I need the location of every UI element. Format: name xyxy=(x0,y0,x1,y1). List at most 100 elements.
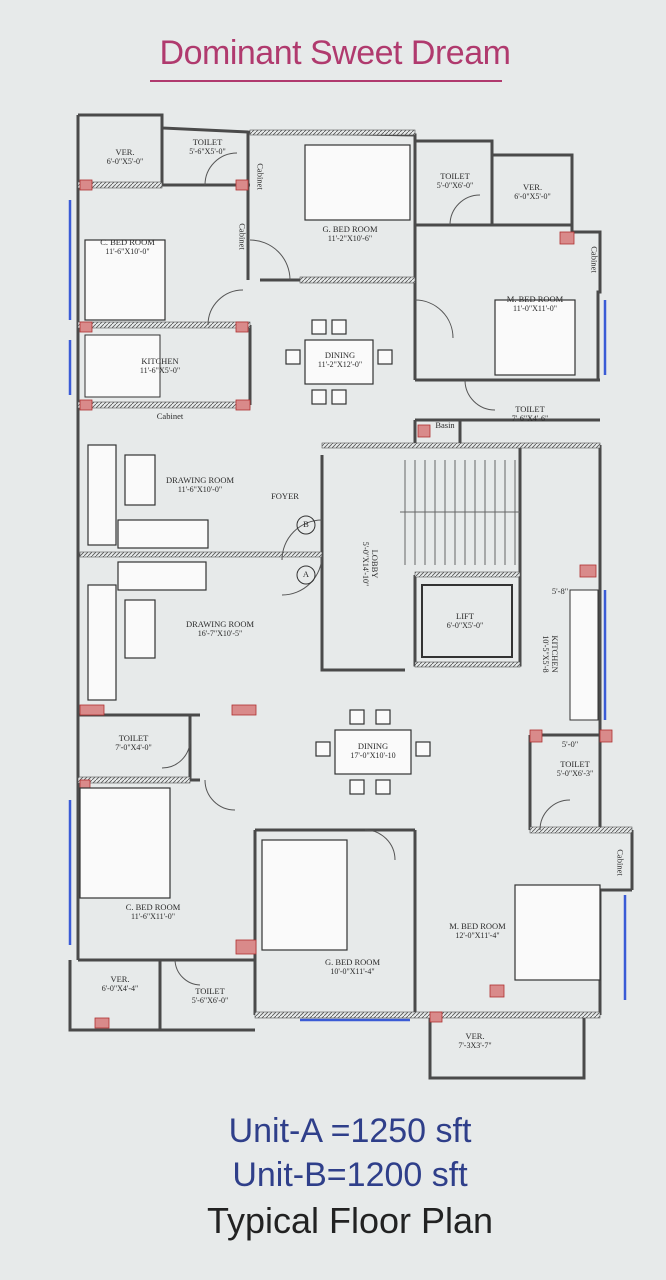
column xyxy=(79,321,93,333)
hatched-wall xyxy=(77,321,251,329)
cabinet-label: Cabinet xyxy=(255,163,266,190)
door-arc xyxy=(204,152,238,186)
sofa xyxy=(117,561,207,591)
column xyxy=(579,564,597,578)
tag-b-label: B xyxy=(303,519,309,529)
column xyxy=(429,1011,443,1023)
chair xyxy=(377,349,393,365)
chair xyxy=(331,319,347,335)
dining-table xyxy=(304,339,374,385)
column xyxy=(79,704,105,716)
chair xyxy=(349,779,365,795)
plan-caption: Typical Floor Plan xyxy=(206,1200,494,1241)
room-label-gbed-a: G. BED ROOM 11'-2"X10'-6" xyxy=(322,224,378,244)
bed xyxy=(261,839,348,951)
room-label-drawing-a: DRAWING ROOM 11'-6"X10'-0" xyxy=(165,475,235,495)
room-label-lobby: LOBBY 5'-0"X14'-10" xyxy=(361,541,380,587)
room-label-kitchen-b: KITCHEN 10'-5"X5'-8 xyxy=(541,635,560,673)
cabinet-label: Cabinet xyxy=(615,849,626,876)
column xyxy=(417,424,431,438)
room-label-toilet-mid: TOILET 7'-6"X4'-6" xyxy=(511,404,549,424)
hatched-wall xyxy=(529,826,633,834)
hatched-wall xyxy=(77,776,191,784)
chair xyxy=(331,389,347,405)
column xyxy=(599,729,613,743)
tag-circle xyxy=(296,565,316,585)
sofa xyxy=(87,444,117,546)
hatched-wall xyxy=(321,442,601,449)
door-arc xyxy=(449,194,481,226)
dining-table xyxy=(334,729,412,775)
room-label-cbed-a: C. BED ROOM 11'-6"X10'-0" xyxy=(100,237,155,257)
bed xyxy=(79,787,171,899)
door-arc xyxy=(364,829,396,861)
room-label-toilet-b-left: TOILET 7'-0"X4'-0" xyxy=(115,733,152,753)
lift-box xyxy=(421,584,513,658)
room-label-toilet-b-top: TOILET 5'-0"X6'-0" xyxy=(436,171,474,191)
title-underline xyxy=(150,80,502,82)
door-arc xyxy=(539,799,571,831)
room-label-toilet-b-bottom: TOILET 5'-6"X6'-0" xyxy=(191,986,229,1006)
column xyxy=(489,984,505,998)
page-title: Dominant Sweet Dream xyxy=(159,34,511,72)
hatched-wall xyxy=(299,276,416,284)
tag-circle xyxy=(296,515,316,535)
room-label-drawing-b: DRAWING ROOM 16'-7"X10'-5" xyxy=(185,619,255,639)
door-arc xyxy=(204,779,236,811)
room-label-ver-b-top: VER. 6'-0"X5'-0" xyxy=(514,182,551,202)
hatched-wall xyxy=(77,401,251,409)
chair xyxy=(315,741,331,757)
coffee-table xyxy=(124,599,156,659)
hatched-wall xyxy=(79,551,323,558)
room-label-gbed-b: G. BED ROOM 10'-0"X11'-4" xyxy=(324,957,381,977)
hatched-wall xyxy=(249,129,416,136)
chair xyxy=(311,319,327,335)
cabinet-label: Cabinet xyxy=(589,246,600,273)
chair xyxy=(415,741,431,757)
column xyxy=(235,179,249,191)
room-label-toilet-b-right: TOILET 5'-0"X6'-3" xyxy=(556,759,594,779)
chair xyxy=(311,389,327,405)
ver-wall xyxy=(428,1015,586,1080)
room-label-mbed-b: M. BED ROOM 12'-0"X11'-4" xyxy=(449,921,506,941)
hatched-wall xyxy=(414,571,521,578)
ver-wall xyxy=(68,960,160,1032)
column xyxy=(79,399,93,411)
column xyxy=(231,704,257,716)
sofa xyxy=(87,584,117,701)
sofa xyxy=(117,519,209,549)
bed xyxy=(494,299,576,376)
bed xyxy=(304,144,411,221)
core-wall xyxy=(320,455,405,672)
bed xyxy=(84,239,166,321)
tag-a-label: A xyxy=(302,569,310,579)
room-label-toilet-a-top: TOILET 5'-6"X5'-0" xyxy=(189,137,226,157)
room-label-dining-b: DINING 17'-0"X10'-10 xyxy=(350,741,396,761)
hatched-wall xyxy=(414,661,521,668)
door-arc xyxy=(281,519,323,561)
door-arc xyxy=(414,299,454,339)
unit-a-area: Unit-A =1250 sft xyxy=(228,1112,472,1150)
kitchen-counter xyxy=(569,589,599,721)
room-label-cbed-b: C. BED ROOM 11'-6"X11'-0" xyxy=(125,902,181,922)
column xyxy=(529,729,543,743)
basin-label: Basin xyxy=(435,420,455,430)
chair xyxy=(375,779,391,795)
cabinet-label: Cabinet xyxy=(156,411,184,421)
room-label-kitchen-a: KITCHEN 11'-6"X5'-0" xyxy=(139,356,181,376)
column xyxy=(235,399,251,411)
door-arc xyxy=(174,959,201,986)
dimension-label: 5'-8" xyxy=(551,586,569,596)
column xyxy=(94,1017,110,1029)
door-arc xyxy=(207,289,244,326)
chair xyxy=(375,709,391,725)
room-label-mbed-a: M. BED ROOM 11'-0"X11'-0" xyxy=(506,294,564,314)
column xyxy=(559,231,575,245)
door-arc xyxy=(161,739,191,769)
column xyxy=(235,939,257,955)
unit-b-area: Unit-B=1200 sft xyxy=(232,1156,468,1194)
room-label-lift: LIFT 6'-0"X5'-0" xyxy=(446,611,484,631)
cabinet-label: Cabinet xyxy=(237,223,248,250)
room-label-dining-a: DINING 11'-2"X12'-0" xyxy=(317,350,363,370)
